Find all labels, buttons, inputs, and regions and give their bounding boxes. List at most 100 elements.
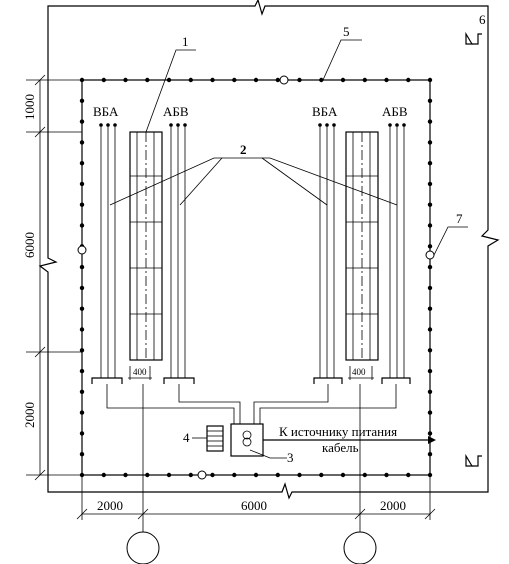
contour-node [275,472,280,478]
contour-nodes [79,77,433,478]
contour-node [145,77,150,83]
dimension-label: 6000 [22,232,37,258]
transformer [230,423,264,457]
contour-node [79,161,85,166]
lamp-icon [465,453,482,467]
ground-electrode-right [343,531,377,564]
ground-electrode-left [126,531,160,564]
contour-node [253,472,259,478]
gap-label-left: 400 [133,367,147,377]
feeder-lines [106,384,397,424]
contour-node [166,77,172,83]
contour-node [79,181,85,187]
contour-node [427,327,433,332]
contour-node [253,77,259,83]
contour-node [427,306,433,311]
contour-node [384,472,389,478]
contour-node [101,472,107,478]
contour-node [79,348,85,353]
lamp-icon [465,31,482,45]
contour-node [79,452,85,457]
contour-node [297,77,302,83]
contour-node [319,77,324,83]
contour-node [166,472,172,478]
contour-node [210,77,215,83]
contour-node [427,431,433,436]
contour-node [123,77,128,83]
contour-node [188,77,193,83]
phase-label: ВБА [93,104,119,119]
contour-node [79,368,85,374]
contour-node [427,77,433,83]
contour-well-bottom [197,470,207,480]
leader-lines [109,39,468,459]
contour-node [232,77,237,83]
left-wire-group [91,123,195,392]
callout-4: 4 [183,430,190,445]
contour-node [79,431,85,436]
callout-5: 5 [343,24,350,39]
callout-6: 6 [479,12,486,27]
phase-label: АБВ [163,104,189,119]
contour-node [79,306,85,311]
switch-cabinet [206,425,224,452]
contour-node [427,140,433,145]
contour-node [101,77,107,83]
supply-cable [263,436,436,444]
phase-label: АБВ [382,104,408,119]
cable-label: кабель [322,440,359,455]
contour-node [427,410,433,415]
contour-node [362,472,367,478]
contour-node [427,264,433,270]
contour-node [427,98,433,104]
ground-electrodes [126,392,377,564]
contour-node [340,77,346,83]
contour-node [79,202,85,207]
contour-node [427,202,433,207]
contour-node [427,119,433,124]
callout-7: 7 [456,211,463,226]
dimension-label: 6000 [241,498,267,513]
contour-node [297,472,302,478]
dimension-label: 1000 [22,94,37,120]
contour-node [427,285,433,291]
contour-node [406,472,411,478]
contour-node [79,223,85,228]
left-dimension-chain [26,74,82,481]
contour-well-left [77,245,87,255]
contour-node [427,389,433,394]
source-label: К источнику питания [279,424,397,439]
contour-node [362,77,367,83]
contour-node [79,140,85,145]
contour-node [232,472,237,478]
contour-node [79,389,85,394]
contour-node [79,264,85,270]
contour-node [427,244,433,249]
contour-node [79,285,85,291]
contour-node [79,119,85,124]
contour-node [406,77,411,83]
contour-node [79,327,85,332]
contour-node [427,181,433,187]
callout-3: 3 [287,450,294,465]
callout-2: 2 [240,142,247,157]
contour-node [340,472,346,478]
contour-node [79,410,85,415]
contour-node [427,348,433,353]
contour-node [384,77,389,83]
contour-well-right [425,250,435,260]
contour-node [427,161,433,166]
callout-1: 1 [182,34,189,49]
dimension-label: 2000 [380,498,406,513]
outer-boundary [38,0,500,500]
contour-node [427,368,433,374]
gap-label-right: 400 [352,367,366,377]
contour-node [275,77,280,83]
phase-label: ВБА [312,104,338,119]
contour-node [79,98,85,104]
contour-well-top [279,75,289,85]
contour-node [188,472,193,478]
contour-node [319,472,324,478]
dimension-label: 2000 [97,498,123,513]
